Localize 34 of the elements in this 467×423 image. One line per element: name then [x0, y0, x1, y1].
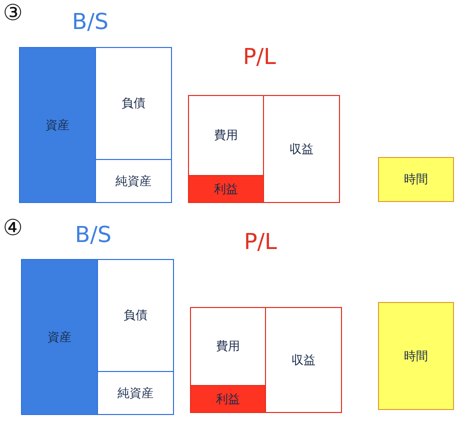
account-label: 負債	[122, 95, 146, 112]
account-box	[97, 371, 174, 415]
balance-sheet-heading: B/S	[72, 12, 108, 34]
account-label: 時間	[404, 348, 428, 364]
account-label: 負債	[124, 307, 148, 324]
account-label: 純資産	[118, 384, 154, 402]
panel-number: ③	[3, 3, 23, 25]
account-box	[95, 159, 172, 203]
panel-number: ④	[3, 218, 23, 240]
account-box	[263, 95, 340, 203]
account-label: 利益	[214, 180, 238, 198]
time-box	[378, 302, 454, 410]
profit-block	[190, 385, 266, 413]
account-label: 資産	[46, 116, 70, 134]
account-label: 収益	[290, 140, 314, 158]
asset-block	[19, 47, 96, 203]
account-label: 収益	[292, 352, 316, 368]
income-statement-heading: P/L	[243, 47, 276, 69]
balance-sheet-heading: B/S	[75, 225, 112, 247]
account-box	[188, 95, 264, 176]
account-label: 費用	[214, 127, 238, 144]
account-label: 費用	[216, 338, 240, 355]
income-statement-heading: P/L	[244, 232, 277, 254]
account-box	[95, 47, 172, 160]
time-box	[378, 157, 454, 202]
profit-block	[188, 175, 264, 203]
account-label: 資産	[48, 328, 72, 346]
account-label: 利益	[216, 390, 240, 408]
account-box	[190, 307, 266, 386]
asset-block	[21, 259, 98, 415]
account-box	[97, 259, 174, 372]
account-label: 時間	[404, 171, 428, 188]
account-label: 純資産	[116, 172, 152, 190]
account-box	[265, 307, 342, 413]
